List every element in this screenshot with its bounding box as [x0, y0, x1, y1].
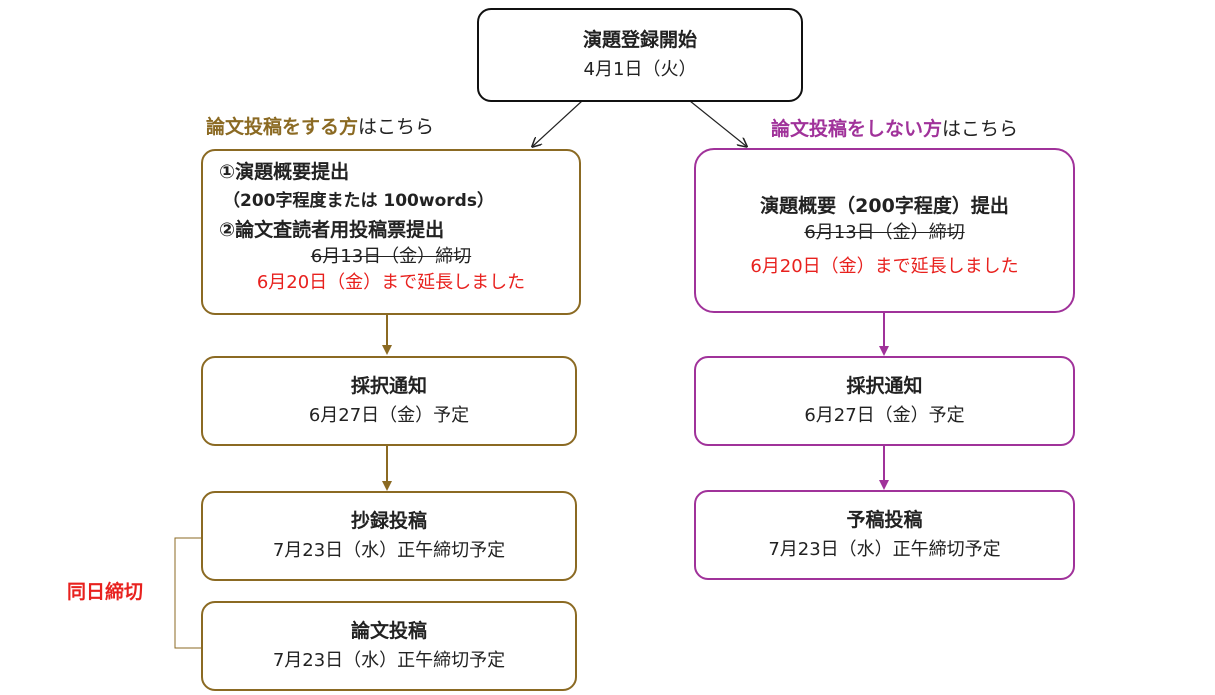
- right-preprint-date: 7月23日（水）正午締切予定: [768, 539, 1001, 560]
- left-step2-label: ②論文査読者用投稿票提出: [219, 219, 445, 241]
- arrow-start-to-left: [533, 100, 583, 146]
- right-step1-label: 演題概要（200字程度）提出: [760, 194, 1009, 217]
- left-step1-label: ①演題概要提出: [219, 161, 350, 183]
- left-old-deadline: 6月13日（金）締切: [310, 246, 472, 267]
- same-day-label: 同日締切: [67, 581, 144, 603]
- start-box: 演題登録開始 4月1日（火）: [477, 8, 803, 102]
- left-paper-date: 7月23日（水）正午締切予定: [272, 650, 506, 671]
- start-title: 演題登録開始: [582, 29, 697, 51]
- arrow-start-to-right: [689, 100, 746, 146]
- left-acceptance-title: 採択通知: [350, 375, 427, 397]
- left-abstract-title: 抄録投稿: [350, 510, 427, 532]
- left-submission-box: ①演題概要提出 （200字程度または 100words） ②論文査読者用投稿票提…: [201, 149, 581, 315]
- right-header: 論文投稿をしない方はこちら: [771, 116, 1018, 142]
- left-new-deadline: 6月20日（金）まで延長しました: [256, 272, 526, 293]
- right-acceptance-date: 6月27日（金）予定: [804, 405, 965, 426]
- left-paper-title: 論文投稿: [350, 620, 427, 642]
- right-old-deadline: 6月13日（金）締切: [804, 221, 965, 243]
- left-header: 論文投稿をする方はこちら: [206, 114, 434, 140]
- right-submission-box: 演題概要（200字程度）提出 6月13日（金）締切 6月20日（金）まで延長しま…: [694, 148, 1075, 313]
- right-acceptance-box: 採択通知 6月27日（金）予定: [694, 356, 1075, 446]
- left-header-bold: 論文投稿をする方: [206, 116, 359, 138]
- right-preprint-title: 予稿投稿: [846, 509, 923, 531]
- right-header-bold: 論文投稿をしない方: [771, 118, 943, 140]
- right-preprint-box: 予稿投稿 7月23日（水）正午締切予定: [694, 490, 1075, 580]
- left-abstract-date: 7月23日（水）正午締切予定: [272, 540, 506, 561]
- start-date: 4月1日（火）: [583, 59, 697, 80]
- right-header-rest: はこちら: [942, 118, 1019, 140]
- right-new-deadline: 6月20日（金）まで延長しました: [750, 255, 1019, 277]
- same-day-bracket: [174, 537, 202, 649]
- left-step1-note: （200字程度または 100words）: [223, 191, 494, 211]
- left-header-rest: はこちら: [358, 116, 435, 138]
- left-acceptance-box: 採択通知 6月27日（金）予定: [201, 356, 577, 446]
- right-acceptance-title: 採択通知: [846, 375, 923, 397]
- left-acceptance-date: 6月27日（金）予定: [308, 405, 470, 426]
- left-abstract-box: 抄録投稿 7月23日（水）正午締切予定: [201, 491, 577, 581]
- left-paper-box: 論文投稿 7月23日（水）正午締切予定: [201, 601, 577, 691]
